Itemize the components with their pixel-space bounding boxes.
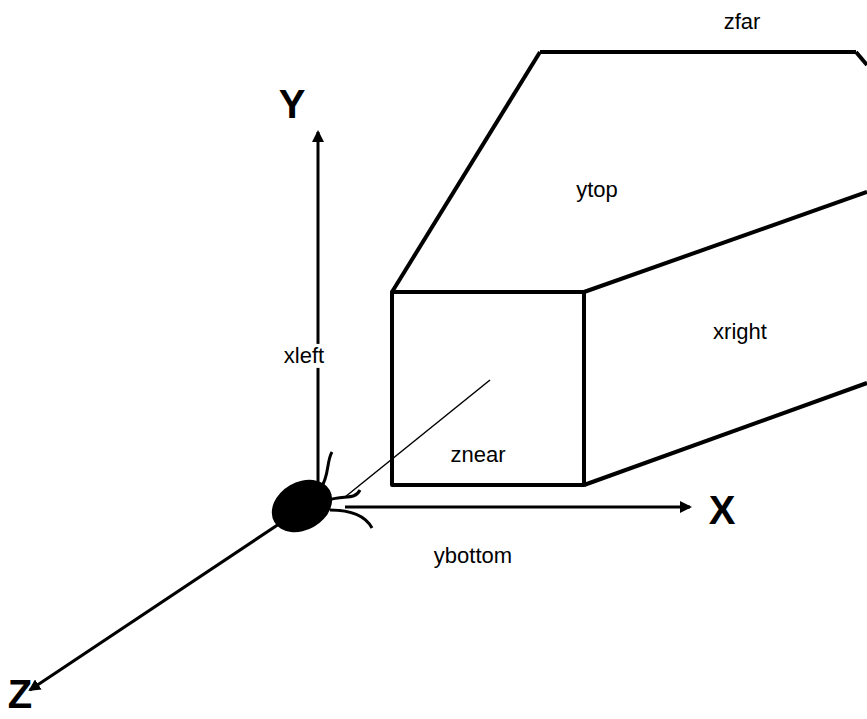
- z-axis: [30, 510, 300, 690]
- axis-label: X: [709, 488, 736, 532]
- bottom-plane-label: ybottom: [434, 544, 512, 568]
- near-plane-label: znear: [450, 443, 505, 467]
- x-axis: [345, 506, 690, 509]
- viewer-bug: [262, 452, 372, 543]
- y-axis: [317, 132, 320, 490]
- axis-label: Z: [8, 672, 32, 716]
- axis-label: Y: [279, 82, 306, 126]
- far-plane-label: zfar: [724, 10, 761, 34]
- left-plane-label: xleft: [282, 344, 326, 368]
- view-direction: [345, 380, 490, 497]
- top-plane-label: ytop: [576, 178, 618, 202]
- right-plane-label: xright: [713, 320, 767, 344]
- view-frustum: [392, 52, 867, 485]
